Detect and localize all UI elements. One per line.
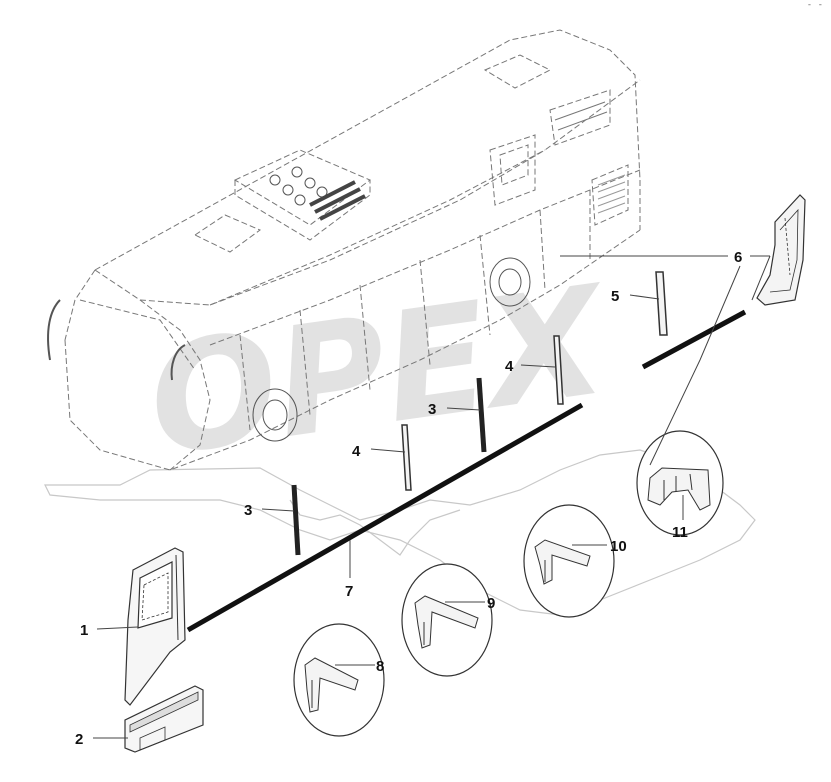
part-6-bracket [756, 194, 806, 306]
part-5-strip [655, 271, 668, 336]
callouts: 1 2 3 3 4 4 5 6 7 8 9 10 11 [75, 249, 742, 748]
leader-lines [93, 255, 771, 739]
part-4-strip-right [553, 335, 564, 405]
callout-3-upper: 3 [428, 401, 436, 418]
callout-5: 5 [611, 288, 619, 305]
callout-10: 10 [610, 538, 627, 555]
detail-circle-9 [401, 563, 493, 677]
bus-outline [64, 29, 641, 471]
part-6-rail [641, 309, 747, 370]
callout-8: 8 [376, 658, 384, 675]
callout-11: 11 [672, 524, 688, 541]
part-7-rail [186, 402, 584, 633]
callout-9: 9 [487, 595, 495, 612]
parts [124, 194, 806, 753]
callout-3-lower: 3 [244, 502, 252, 519]
part-1-pillar [124, 547, 186, 706]
corner-mark: - - [806, 0, 823, 10]
callout-6: 6 [734, 249, 742, 266]
gear-watermark [44, 449, 756, 616]
callout-2: 2 [75, 731, 83, 748]
part-2-base [124, 685, 204, 753]
callout-4-right: 4 [505, 358, 514, 375]
callout-1: 1 [80, 622, 88, 639]
bus-details [47, 101, 626, 442]
part-3-strip-upper [476, 377, 487, 453]
detail-parts [304, 467, 711, 713]
callout-4-left: 4 [352, 443, 361, 460]
part-4-strip-left [401, 424, 412, 491]
detail-circle-10 [523, 504, 615, 618]
callout-7: 7 [345, 583, 353, 600]
part-3-strip-lower [291, 484, 301, 556]
